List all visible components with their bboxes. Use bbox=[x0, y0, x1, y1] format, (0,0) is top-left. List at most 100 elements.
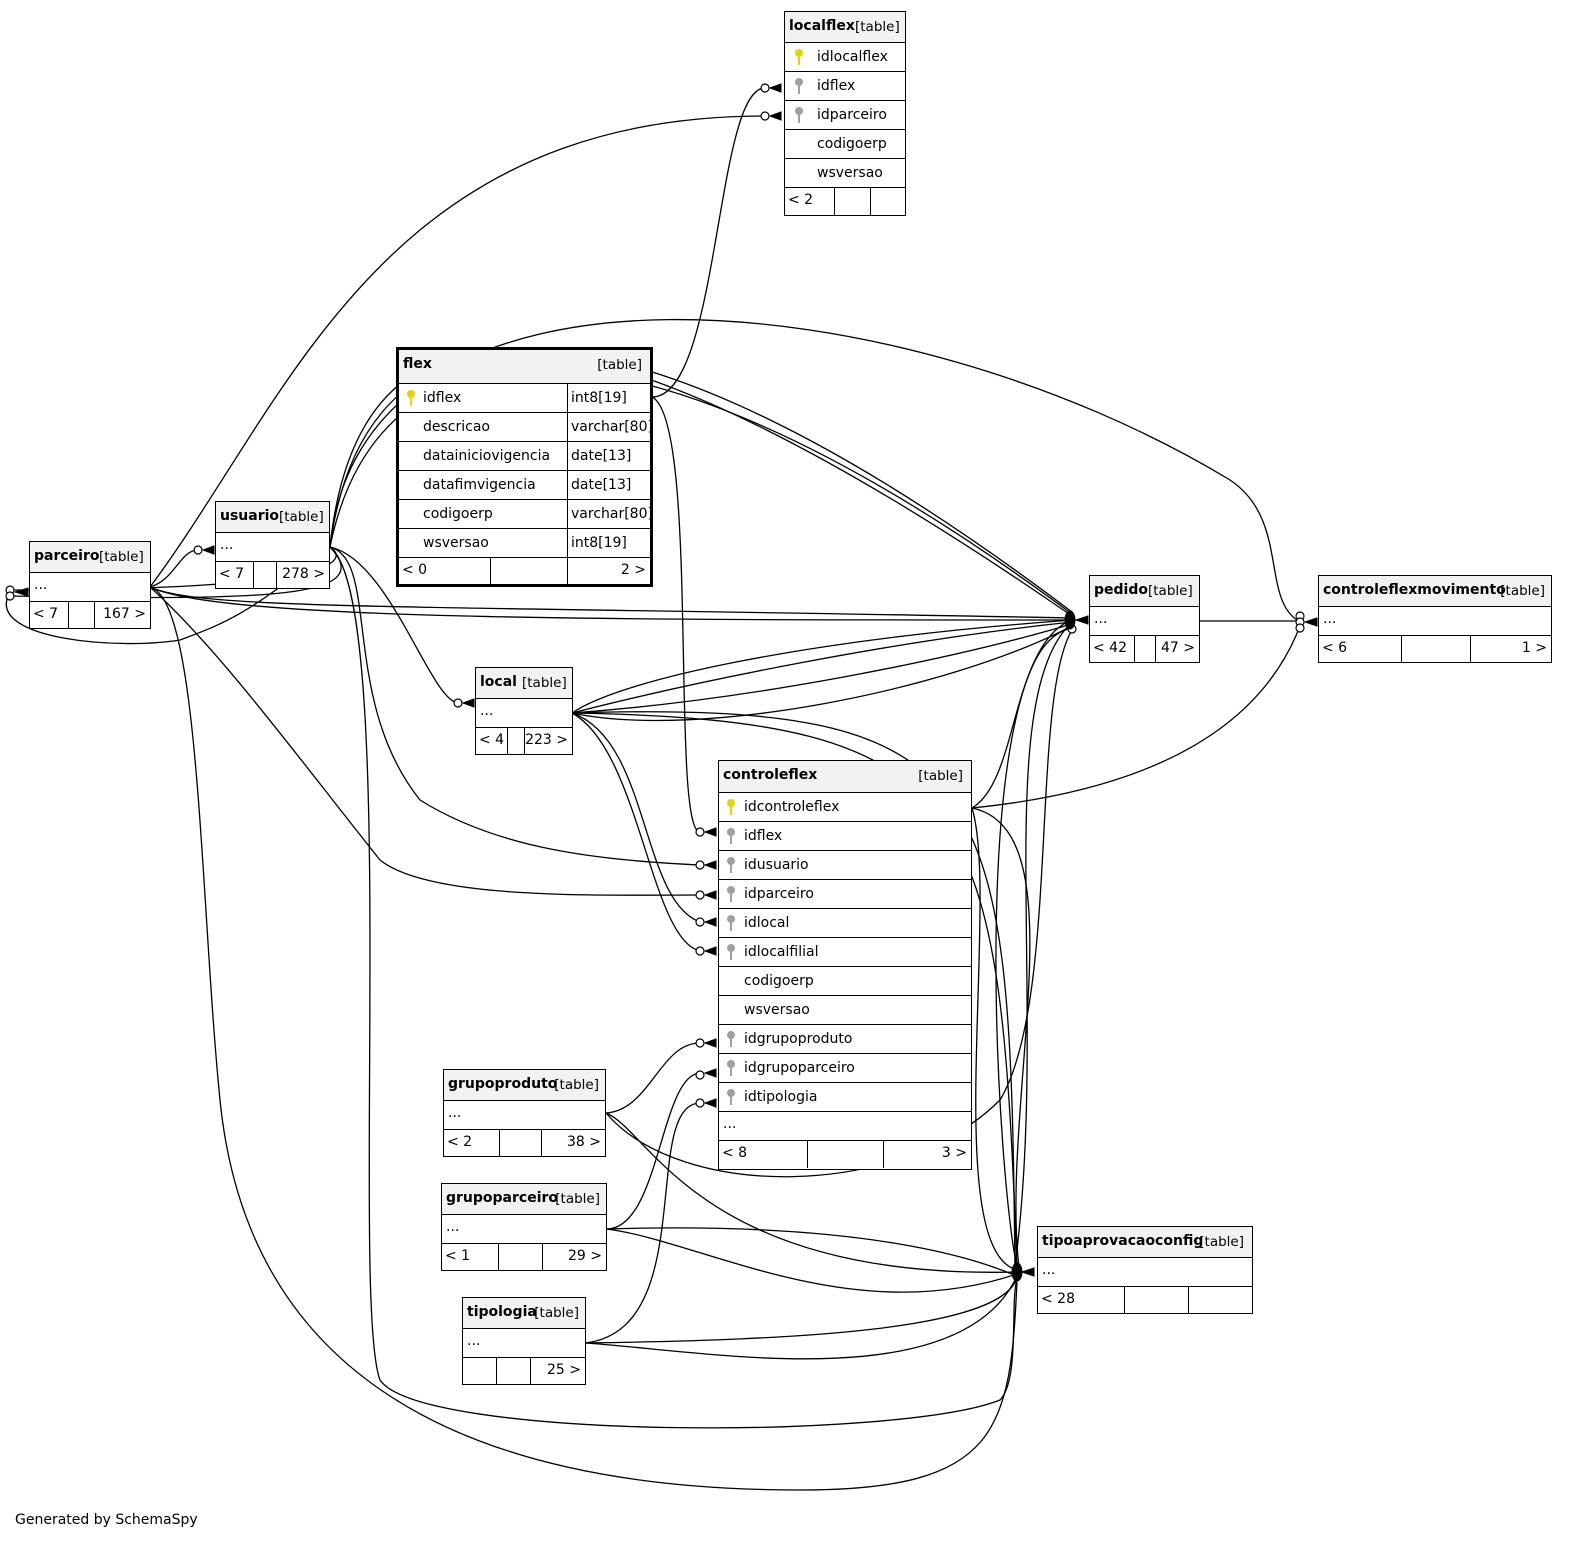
parents-count[interactable]: < 8 bbox=[722, 1145, 748, 1161]
table-type: [table] bbox=[855, 19, 900, 35]
parents-count[interactable]: < 2 bbox=[447, 1134, 473, 1150]
primary-key-icon bbox=[727, 799, 735, 815]
column-row: wsversao int8[19] bbox=[399, 529, 650, 558]
table-type: [table] bbox=[1199, 1234, 1244, 1250]
table-grupoparceiro[interactable]: grupoparceiro [table] ... < 1 29 > bbox=[441, 1183, 607, 1271]
table-footer: < 4 223 > bbox=[476, 728, 572, 755]
children-count[interactable]: 1 > bbox=[1521, 640, 1547, 656]
parents-count[interactable]: < 7 bbox=[219, 566, 245, 582]
foreign-key-icon bbox=[727, 886, 735, 902]
column-name: idparceiro bbox=[817, 107, 887, 123]
children-count[interactable]: 278 > bbox=[282, 566, 325, 582]
column-name: idgrupoproduto bbox=[744, 1031, 853, 1047]
foreign-key-icon bbox=[795, 107, 803, 123]
primary-key-icon bbox=[407, 390, 415, 406]
column-name: idflex bbox=[817, 78, 856, 94]
parents-count[interactable]: < 2 bbox=[788, 192, 814, 208]
table-footer: < 42 47 > bbox=[1090, 636, 1199, 663]
table-pedido[interactable]: pedido [table] ... < 42 47 > bbox=[1089, 575, 1200, 663]
column-row: codigoerp varchar[80] bbox=[399, 500, 653, 529]
parents-count[interactable]: < 6 bbox=[1322, 640, 1348, 656]
column-name: idlocalflex bbox=[817, 49, 888, 65]
column-name: codigoerp bbox=[423, 506, 493, 522]
children-count[interactable]: 47 > bbox=[1161, 640, 1195, 656]
table-type: [table] bbox=[522, 675, 567, 691]
table-header: parceiro [table] bbox=[30, 542, 150, 573]
column-row: idparceiro bbox=[719, 880, 971, 909]
column-name: codigoerp bbox=[817, 136, 887, 152]
table-header: localflex [table] bbox=[785, 12, 905, 43]
table-header: tipologia [table] bbox=[463, 1298, 585, 1329]
children-count[interactable]: 3 > bbox=[941, 1145, 967, 1161]
parents-count[interactable]: < 0 bbox=[402, 562, 428, 578]
table-type: [table] bbox=[554, 1077, 599, 1093]
table-controleflexmovimento[interactable]: controleflexmovimento [table] ... < 6 1 … bbox=[1318, 575, 1552, 663]
table-usuario[interactable]: usuario [table] ... < 7 278 > bbox=[215, 501, 330, 589]
column-row: idgrupoproduto bbox=[719, 1025, 971, 1054]
children-count[interactable]: 38 > bbox=[567, 1134, 601, 1150]
parents-count[interactable]: < 7 bbox=[33, 606, 59, 622]
column-name: idlocal bbox=[744, 915, 790, 931]
children-count[interactable]: 29 > bbox=[568, 1248, 602, 1264]
parents-count[interactable]: < 1 bbox=[445, 1248, 471, 1264]
column-name: idgrupoparceiro bbox=[744, 1060, 855, 1076]
table-footer: < 8 3 > bbox=[719, 1141, 971, 1168]
children-count[interactable]: 167 > bbox=[103, 606, 146, 622]
column-row: idtipologia bbox=[719, 1083, 971, 1112]
foreign-key-icon bbox=[727, 915, 735, 931]
column-name: idflex bbox=[744, 828, 783, 844]
foreign-key-icon bbox=[727, 1060, 735, 1076]
column-row: idcontroleflex bbox=[719, 793, 971, 822]
table-name: grupoparceiro bbox=[446, 1190, 559, 1206]
table-header: tipoaprovacaoconfig [table] bbox=[1038, 1227, 1252, 1258]
column-type: varchar[80] bbox=[567, 500, 653, 528]
table-type: [table] bbox=[534, 1305, 579, 1321]
column-row: idgrupoparceiro bbox=[719, 1054, 971, 1083]
columns-ellipsis: ... bbox=[442, 1215, 606, 1244]
parents-count[interactable]: < 28 bbox=[1041, 1291, 1075, 1307]
children-count[interactable]: 223 > bbox=[525, 732, 568, 748]
table-tipologia[interactable]: tipologia [table] ... 25 > bbox=[462, 1297, 586, 1385]
column-row: idflex bbox=[719, 822, 971, 851]
table-localflex[interactable]: localflex [table] idlocalflex idflex idp… bbox=[784, 11, 906, 216]
parents-count[interactable]: < 42 bbox=[1093, 640, 1127, 656]
table-tipoaprovacaoconfig[interactable]: tipoaprovacaoconfig [table] ... < 28 bbox=[1037, 1226, 1253, 1314]
column-row: idparceiro bbox=[785, 101, 905, 130]
column-row: idlocal bbox=[719, 909, 971, 938]
parents-count[interactable]: < 4 bbox=[479, 732, 505, 748]
table-type: [table] bbox=[918, 768, 963, 784]
generated-by-credit: Generated by SchemaSpy bbox=[15, 1512, 198, 1528]
table-footer: < 0 2 > bbox=[399, 558, 650, 585]
children-count[interactable]: 25 > bbox=[547, 1362, 581, 1378]
table-name: local bbox=[480, 674, 517, 690]
table-flex[interactable]: flex [table] idflex int8[19] descricao v… bbox=[396, 347, 653, 587]
table-name: grupoproduto bbox=[448, 1076, 558, 1092]
table-type: [table] bbox=[555, 1191, 600, 1207]
foreign-key-icon bbox=[727, 1089, 735, 1105]
primary-key-icon bbox=[795, 49, 803, 65]
column-row: idflex int8[19] bbox=[399, 384, 650, 413]
table-type: [table] bbox=[99, 549, 144, 565]
table-footer: < 6 1 > bbox=[1319, 636, 1551, 663]
column-name: idflex bbox=[423, 390, 462, 406]
foreign-key-icon bbox=[795, 78, 803, 94]
column-row: wsversao bbox=[785, 159, 905, 188]
columns-ellipsis: ... bbox=[463, 1329, 585, 1358]
column-name: codigoerp bbox=[744, 973, 814, 989]
table-parceiro[interactable]: parceiro [table] ... < 7 167 > bbox=[29, 541, 151, 629]
column-name: wsversao bbox=[744, 1002, 810, 1018]
table-type: [table] bbox=[597, 357, 642, 373]
columns-ellipsis: ... bbox=[719, 1112, 971, 1141]
table-grupoproduto[interactable]: grupoproduto [table] ... < 2 38 > bbox=[443, 1069, 606, 1157]
table-local[interactable]: local [table] ... < 4 223 > bbox=[475, 667, 573, 755]
columns-ellipsis: ... bbox=[476, 699, 572, 728]
table-footer: < 1 29 > bbox=[442, 1244, 606, 1271]
column-row: codigoerp bbox=[719, 967, 971, 996]
table-type: [table] bbox=[1148, 583, 1193, 599]
table-controleflex[interactable]: controleflex [table] idcontroleflex idfl… bbox=[718, 760, 972, 1170]
foreign-key-icon bbox=[727, 828, 735, 844]
column-name: wsversao bbox=[817, 165, 883, 181]
children-count[interactable]: 2 > bbox=[620, 562, 646, 578]
table-name: tipologia bbox=[467, 1304, 537, 1320]
column-name: datafimvigencia bbox=[423, 477, 536, 493]
